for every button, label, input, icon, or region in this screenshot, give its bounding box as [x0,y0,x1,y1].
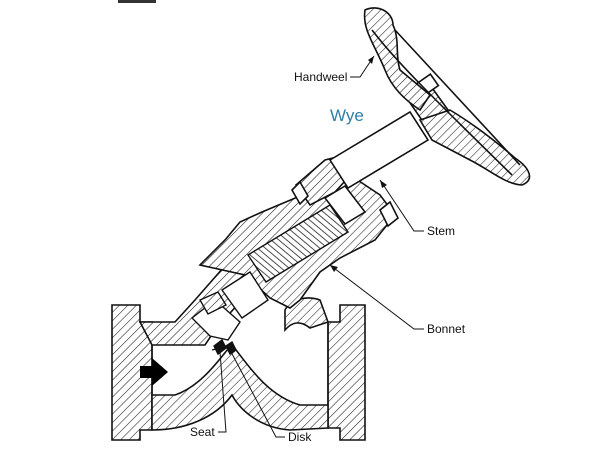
top-fragment [118,0,156,3]
diagram-title: Wye [330,106,364,125]
disk-assembly [190,271,269,356]
stem-rod [323,110,430,226]
seat-label: Seat [190,425,215,439]
bonnet-leader-arrow [330,265,338,272]
disk-leader [229,349,285,438]
bonnet-label: Bonnet [427,322,466,336]
stem-label: Stem [427,224,455,238]
seat-leader [218,351,227,433]
stem-threads [247,204,349,283]
disk-label: Disk [288,430,312,444]
handwheel-label: Handweel [294,70,347,84]
handwheel [363,7,531,186]
bonnet-leader [329,264,424,330]
handwheel-leader-arrow [368,56,374,64]
handwheel-leader [350,55,375,78]
stem-leader [379,179,424,232]
flow-arrow-icon [140,358,168,386]
stem-leader-arrow [380,180,387,188]
